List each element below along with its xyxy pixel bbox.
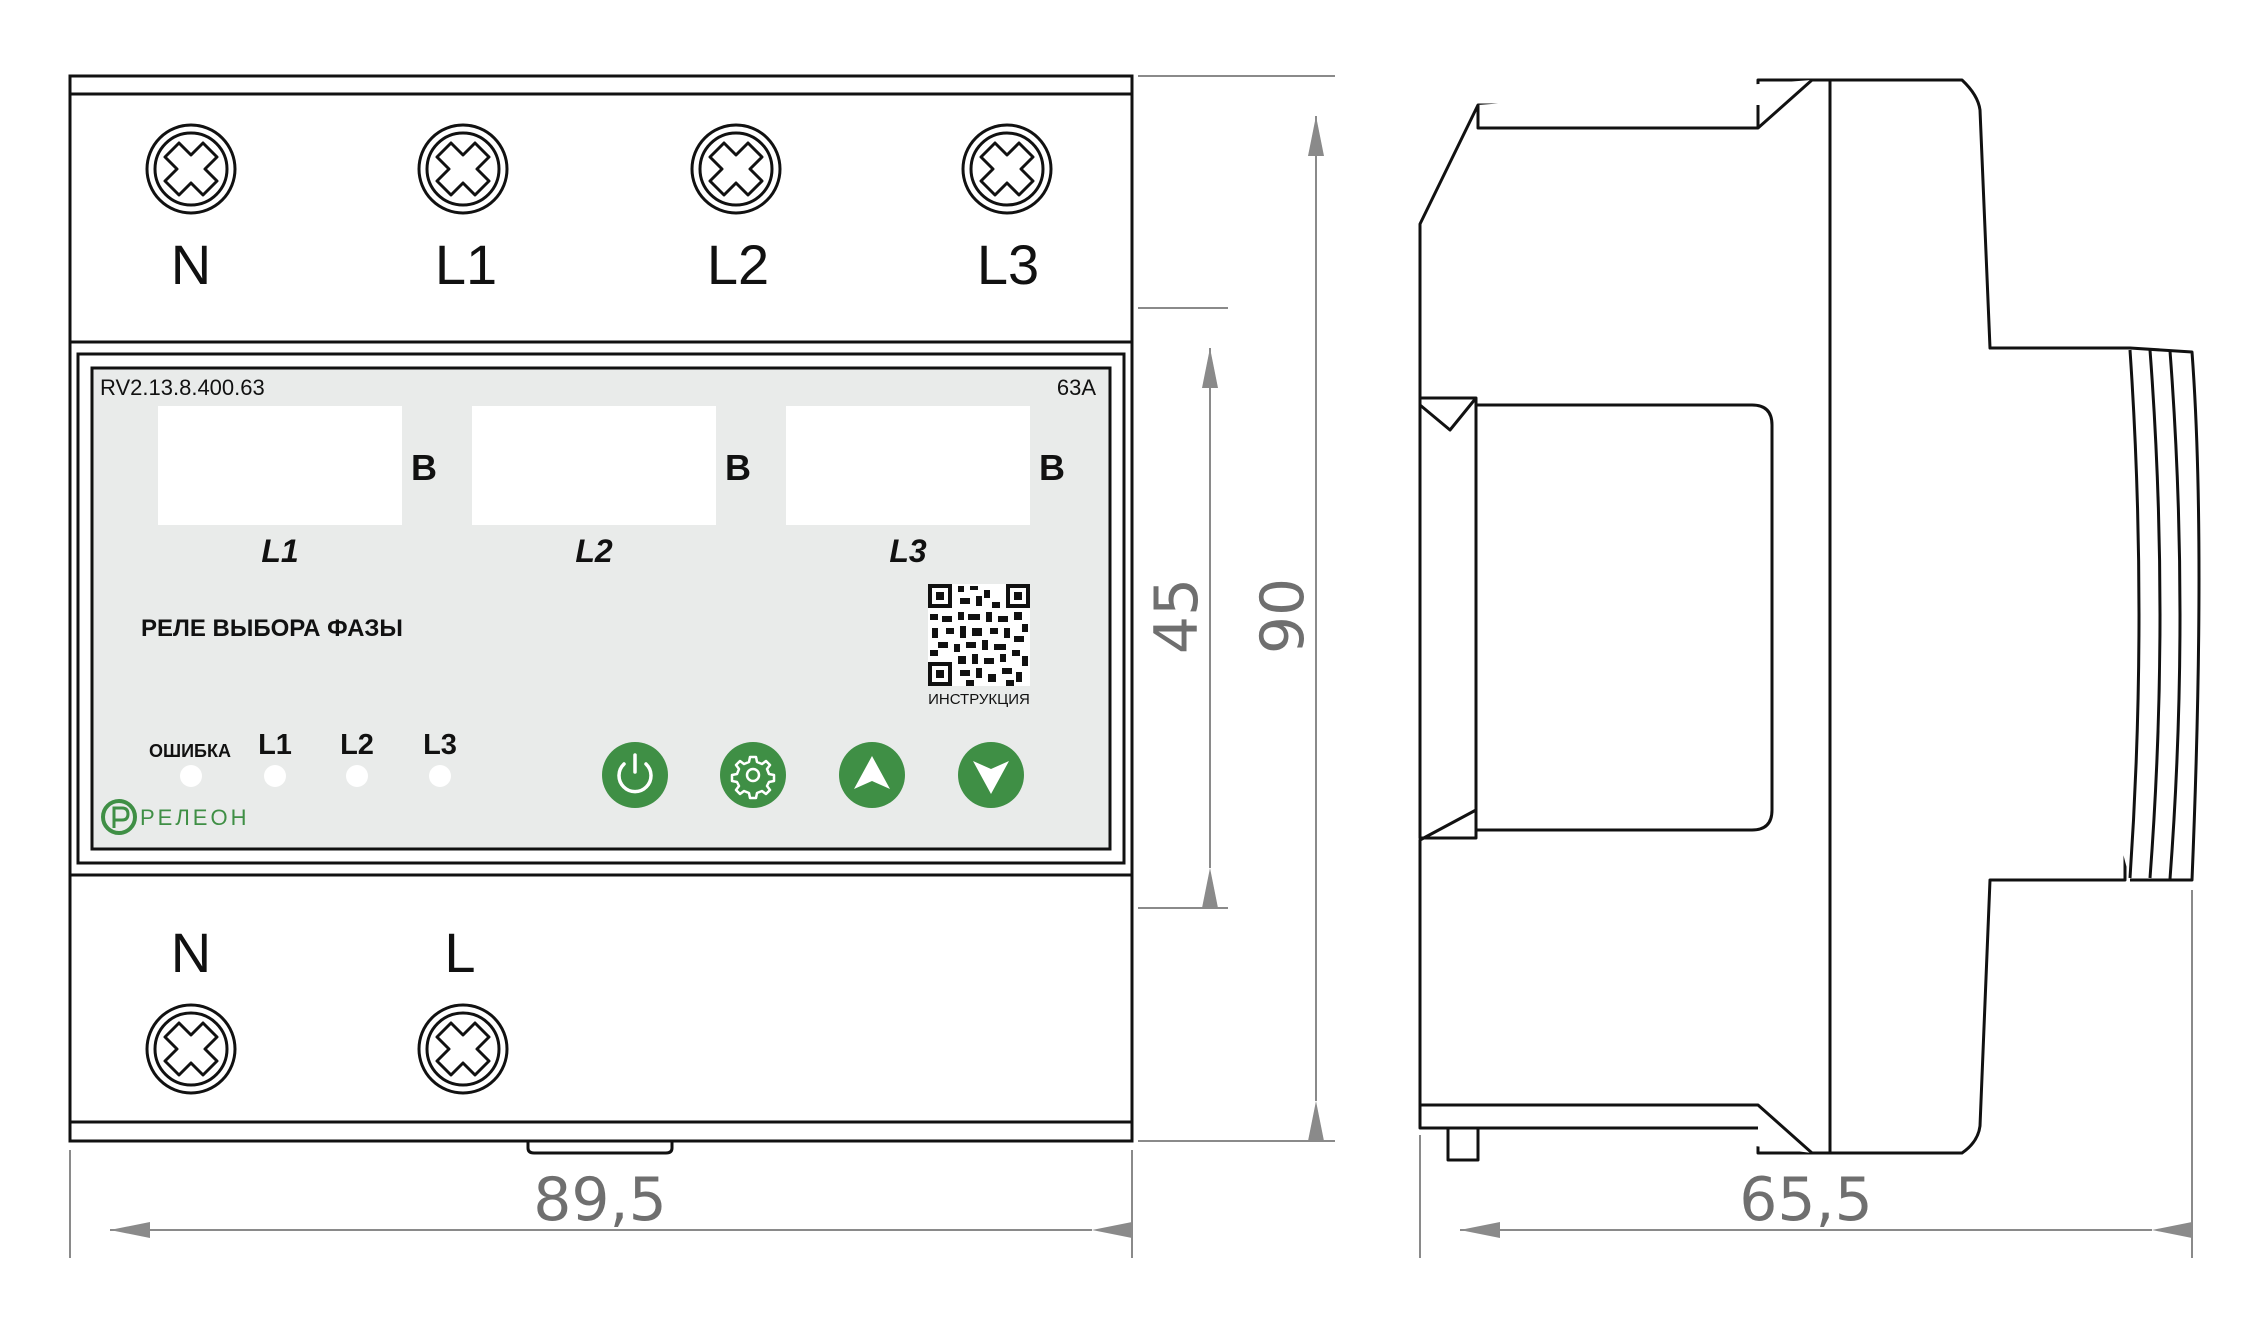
qr-caption: ИНСТРУКЦИЯ — [928, 691, 1030, 708]
front-panel: RV2.13.8.400.63 63A В В В L1 L2 L3 РЕЛЕ … — [90, 366, 1112, 851]
device-title: РЕЛЕ ВЫБОРА ФАЗЫ — [141, 615, 403, 642]
front-view: N L1 L2 L3 N L RV2.13.8.400.63 63A В В В… — [68, 74, 1134, 1155]
display-l1 — [158, 406, 402, 525]
display-l2 — [472, 406, 716, 525]
screw-icon[interactable] — [417, 123, 509, 215]
terminal-label-l-bottom: L — [444, 921, 475, 984]
led-l2 — [346, 765, 368, 787]
display-label-l1: L1 — [261, 533, 298, 569]
unit-volt-l2: В — [725, 447, 751, 488]
side-view — [1418, 78, 2201, 1162]
dimension-width-front: 89,5 — [533, 1165, 667, 1235]
settings-button[interactable] — [720, 742, 786, 808]
up-button[interactable] — [839, 742, 905, 808]
terminal-label-l3-top: L3 — [977, 233, 1039, 296]
model-number: RV2.13.8.400.63 — [100, 375, 265, 400]
indicator-label-l1: L1 — [258, 729, 292, 761]
terminal-label-l1-top: L1 — [435, 233, 497, 296]
display-label-l2: L2 — [575, 533, 613, 569]
screw-icon[interactable] — [690, 123, 782, 215]
display-l3 — [786, 406, 1030, 525]
arrow-up-icon — [854, 756, 890, 789]
led-l3 — [429, 765, 451, 787]
indicator-label-l3: L3 — [423, 729, 457, 761]
brand-logo-icon — [101, 799, 137, 835]
dimension-height-total: 90 — [1248, 578, 1318, 654]
display-label-l3: L3 — [889, 533, 927, 569]
screw-icon[interactable] — [145, 123, 237, 215]
led-l1 — [264, 765, 286, 787]
dimension-height-window: 45 — [1142, 578, 1212, 654]
side-dimensions — [1419, 890, 2193, 1258]
terminal-label-n-bottom: N — [171, 921, 211, 984]
terminal-label-n-top: N — [171, 233, 211, 296]
indicator-label-l2: L2 — [340, 729, 374, 761]
led-error — [180, 765, 202, 787]
brand-logo: РЕЛЕОН — [101, 799, 249, 835]
arrow-down-icon — [973, 761, 1009, 794]
unit-volt-l3: В — [1039, 447, 1065, 488]
brand-name: РЕЛЕОН — [140, 805, 249, 830]
unit-volt-l1: В — [411, 447, 437, 488]
front-dimensions — [69, 75, 1335, 1258]
terminal-label-l2-top: L2 — [707, 233, 769, 296]
screw-icon[interactable] — [145, 1003, 237, 1095]
qr-code[interactable] — [928, 584, 1030, 686]
down-button[interactable] — [958, 742, 1024, 808]
gear-icon — [730, 755, 776, 800]
indicator-label-error: ОШИБКА — [149, 741, 231, 761]
power-button[interactable] — [602, 742, 668, 808]
screw-icon[interactable] — [417, 1003, 509, 1095]
power-icon — [617, 753, 653, 794]
current-rating: 63A — [1057, 375, 1096, 400]
screw-icon[interactable] — [961, 123, 1053, 215]
dimension-depth-side: 65,5 — [1739, 1165, 1873, 1235]
